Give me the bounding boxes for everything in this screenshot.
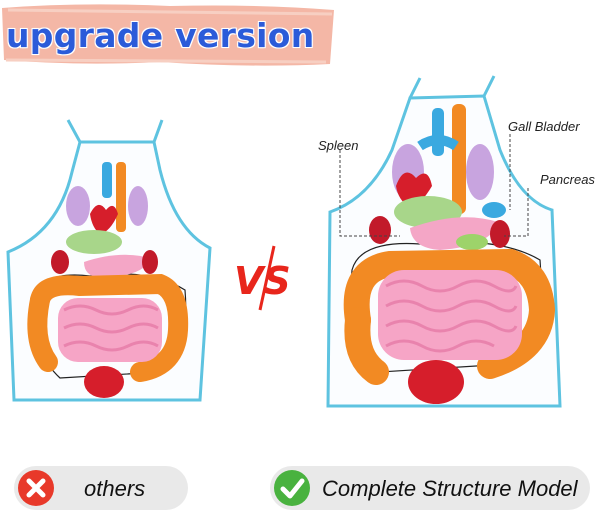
others-pill: others — [14, 466, 188, 510]
callout-spleen: Spleen — [318, 138, 359, 153]
banner-brush-background — [2, 4, 334, 66]
complete-structure-pill: Complete Structure Model — [270, 466, 590, 510]
callout-lines — [339, 134, 529, 237]
banner-title: upgrade version — [6, 16, 315, 55]
right-apron — [326, 75, 562, 408]
others-label: others — [84, 476, 146, 501]
cross-icon — [18, 470, 54, 506]
complete-structure-label: Complete Structure Model — [322, 476, 578, 501]
left-apron — [6, 119, 212, 402]
callout-gall-bladder: Gall Bladder — [508, 119, 580, 134]
vs-mark: VS — [234, 245, 291, 311]
banner: upgrade version — [0, 2, 336, 68]
callout-pancreas: Pancreas — [540, 172, 595, 187]
check-icon — [274, 470, 310, 506]
